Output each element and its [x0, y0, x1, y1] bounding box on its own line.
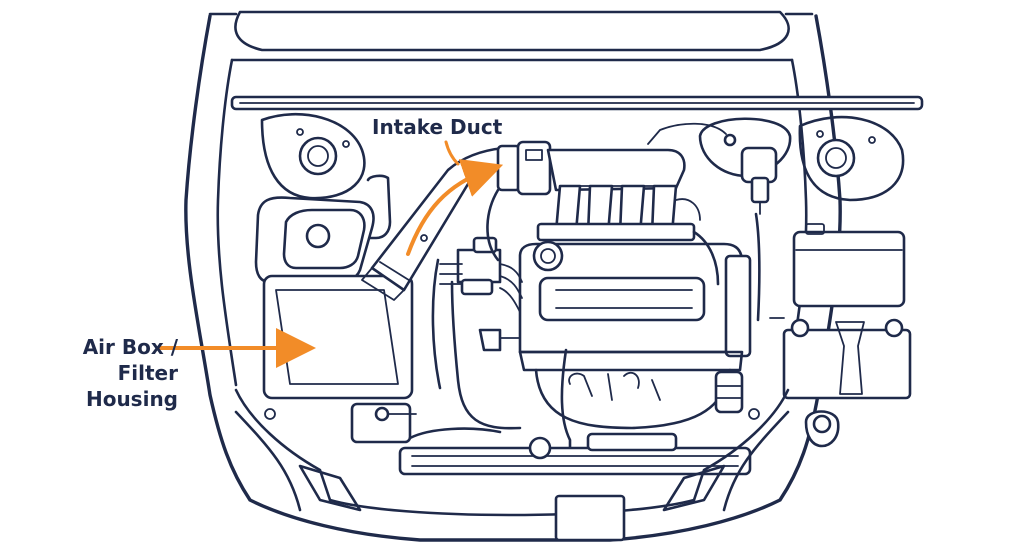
air-box-label: Air Box / Filter Housing	[82, 335, 178, 411]
intake-manifold	[536, 148, 696, 242]
strut-tower-right	[798, 115, 905, 202]
lower-bracket-left	[350, 402, 417, 444]
cowl-bar	[230, 95, 924, 111]
intake-duct-arrow	[406, 159, 504, 256]
oil-filter	[714, 370, 744, 414]
intake-label-leader	[444, 140, 460, 166]
air-box	[262, 274, 414, 400]
hood	[208, 10, 814, 52]
bolts	[264, 234, 760, 420]
fender-panel-left	[254, 196, 375, 284]
strut-tower-left	[260, 112, 366, 200]
engine	[518, 240, 752, 430]
brake-booster	[647, 117, 792, 215]
fuse-box	[792, 223, 906, 308]
washer-reservoir	[804, 410, 840, 448]
throttle-body	[496, 140, 552, 196]
coolant-reservoir	[282, 174, 392, 270]
radiator	[398, 427, 752, 476]
battery	[769, 317, 912, 400]
intake-duct-label: Intake Duct	[372, 115, 503, 139]
front-bumper	[234, 388, 790, 542]
